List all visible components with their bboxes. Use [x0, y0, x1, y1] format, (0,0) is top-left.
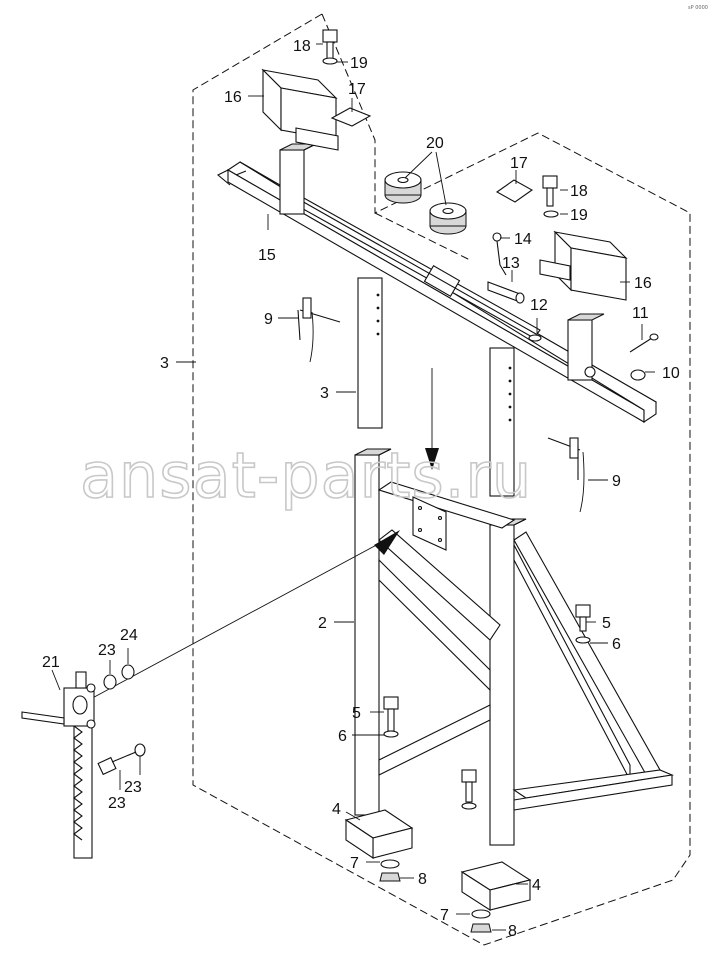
callout-24: 24: [120, 627, 138, 644]
hole-12: [528, 334, 542, 342]
callout-6: 6: [338, 728, 347, 745]
foot-4-right: [460, 861, 532, 912]
callout-3: 3: [320, 385, 329, 402]
callout-20: 20: [426, 135, 444, 152]
callout-7: 7: [440, 907, 449, 924]
bolt-5-center: [461, 769, 477, 810]
bracket-16-right: [539, 230, 628, 301]
bolt-18-right: [542, 175, 559, 218]
callout-18: 18: [293, 38, 311, 55]
bolt-18-left: [322, 29, 338, 65]
leader-lines: [51, 43, 655, 931]
callout-23: 23: [124, 779, 142, 796]
callout-4: 4: [532, 877, 541, 894]
callout-18: 18: [570, 183, 588, 200]
callout-2: 2: [318, 615, 327, 632]
plate-17-right: [495, 179, 534, 203]
pin-14: [492, 232, 507, 276]
callout-12: 12: [530, 297, 548, 314]
callout-21: 21: [42, 654, 60, 671]
callout-3: 3: [160, 355, 169, 372]
direction-arrows: [84, 368, 439, 703]
callout-19: 19: [350, 55, 368, 72]
upper-post-right: [567, 313, 605, 381]
jack-21: [21, 671, 96, 859]
lock-pin-9-right: [547, 437, 585, 513]
washer-10: [630, 369, 646, 381]
callout-5: 5: [352, 705, 361, 722]
pin-13: [487, 281, 525, 304]
callout-19: 19: [570, 207, 588, 224]
callout-5: 5: [602, 615, 611, 632]
inner-post-3-right: [489, 347, 515, 497]
bolt-23: [97, 751, 137, 776]
bolt-11: [629, 333, 659, 353]
callout-labels: 18 19 16 17 20 17 18 19 14 13 15 16 12 1…: [42, 38, 680, 940]
washers-23-24: [103, 664, 146, 757]
lock-pin-9-left: [297, 297, 341, 363]
callout-13: 13: [502, 255, 520, 272]
corner-mark: sP 0000: [688, 5, 708, 11]
callout-10: 10: [662, 365, 680, 382]
callout-4: 4: [332, 801, 341, 818]
callout-11: 11: [632, 305, 649, 322]
callout-14: 14: [514, 231, 532, 248]
lower-frame-2: [354, 448, 675, 846]
callout-15: 15: [258, 247, 276, 264]
callout-8: 8: [508, 923, 517, 940]
pulley-20-right: [429, 202, 467, 235]
nuts-7-8-left: [379, 859, 401, 882]
bracket-16-left: [261, 68, 339, 151]
callout-8: 8: [418, 871, 427, 888]
foot-4-left: [344, 809, 414, 860]
callout-6: 6: [612, 636, 621, 653]
nuts-7-8-right: [470, 909, 492, 933]
callout-16: 16: [634, 275, 652, 292]
pulley-20-left: [384, 171, 422, 204]
assembly-boundary: [192, 13, 691, 946]
callout-9: 9: [612, 473, 621, 490]
callout-23: 23: [108, 795, 126, 812]
callout-9: 9: [264, 311, 273, 328]
bolt-5-right: [575, 604, 591, 644]
inner-post-3: [357, 277, 383, 429]
watermark: ansat-parts.ru: [80, 439, 532, 512]
callout-17: 17: [510, 155, 528, 172]
callout-23: 23: [98, 642, 116, 659]
callout-7: 7: [350, 855, 359, 872]
plate-17-left: [330, 107, 372, 127]
callout-17: 17: [348, 81, 366, 98]
callout-16: 16: [224, 89, 242, 106]
upper-crossbar-15: [217, 161, 658, 424]
upper-post-left: [279, 143, 317, 215]
bolt-5-left: [383, 696, 399, 738]
